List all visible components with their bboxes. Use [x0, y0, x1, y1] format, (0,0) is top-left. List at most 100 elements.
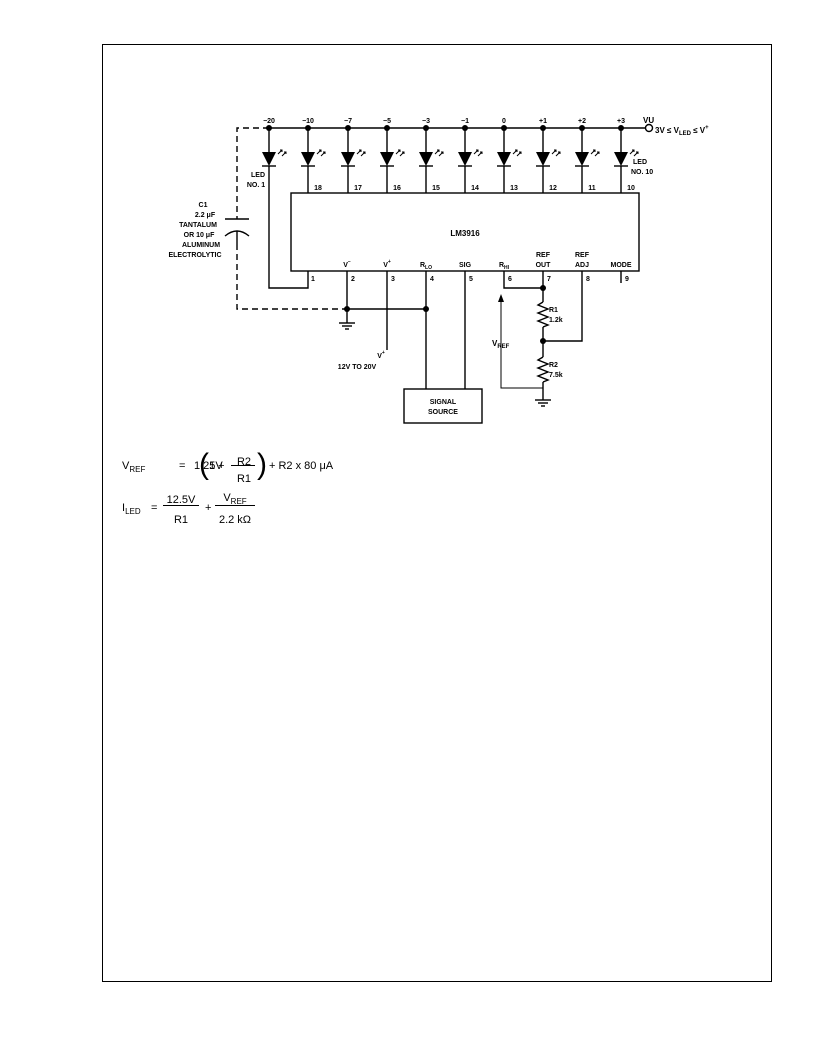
pin-label-top: REF: [575, 252, 590, 259]
chip-name-label: LM3916: [450, 229, 480, 238]
iled-eq-fraction-bar-1: [163, 505, 199, 506]
led-emission-arrows-icon: [473, 149, 483, 157]
vu-scale-label: −7: [344, 118, 352, 125]
capacitor-bottom-wire: [236, 244, 347, 310]
led-last-label-1: LED: [633, 159, 647, 166]
led-first-label-2: NO. 1: [247, 182, 265, 189]
vu-scale-label: −5: [383, 118, 391, 125]
led-emission-arrows-icon: [356, 149, 366, 157]
led-pin-number: 16: [393, 185, 401, 192]
signal-source-label-2: SOURCE: [428, 409, 458, 416]
resistor-r2-icon: [536, 356, 550, 383]
led-diode-icon: [575, 152, 589, 166]
capacitor-top-wire: [236, 127, 269, 219]
r1-value: 1.2k: [549, 317, 563, 324]
pin-label: V+: [383, 259, 391, 269]
led-pin-number: 11: [588, 185, 596, 192]
signal-source-label-1: SIGNAL: [430, 399, 457, 406]
led-diode-icon: [262, 152, 276, 166]
pin-label-top: REF: [536, 252, 551, 259]
led1-to-pin1-wire: [268, 166, 309, 289]
vref-eq-equals: =: [179, 460, 186, 472]
vu-supply-terminal: [644, 123, 654, 133]
vref-arrow-icon: [498, 294, 504, 302]
pin-number: 1: [311, 276, 315, 283]
supply-condition-label: 3V ≤ VLED ≤ V+: [655, 125, 709, 137]
vu-scale-label: +1: [539, 118, 547, 125]
vref-label: VREF: [492, 339, 510, 350]
rhi-to-refout-wire: [503, 271, 543, 289]
iled-eq-numerator-2: VREF: [223, 492, 247, 507]
pin-label: RHI: [499, 262, 510, 271]
led-emission-arrows-icon: [590, 149, 600, 157]
led-emission-arrows-icon: [629, 149, 639, 157]
led-emission-arrows-icon: [316, 149, 326, 157]
pin-number: 5: [469, 276, 473, 283]
pin-label-bottom: ADJ: [575, 262, 589, 269]
led-emission-arrows-icon: [551, 149, 561, 157]
led-diode-icon: [419, 152, 433, 166]
iled-eq-denominator-1: R1: [173, 514, 189, 526]
vref-eq-denominator: R1: [236, 473, 252, 485]
r2-value: 7.5k: [549, 372, 563, 379]
vref-eq-one-plus: 1 +: [209, 460, 225, 472]
led-diode-icon: [497, 152, 511, 166]
vu-scale-label: +2: [578, 118, 586, 125]
vu-scale-label: −10: [302, 118, 314, 125]
led-emission-arrows-icon: [512, 149, 522, 157]
vu-scale-label: −1: [461, 118, 469, 125]
led-first-label-1: LED: [251, 172, 265, 179]
vref-eq-coef: 1.25V: [194, 460, 223, 472]
vu-label: VU: [643, 116, 654, 125]
led-diode-icon: [536, 152, 550, 166]
vref-eq-numerator: R2: [236, 456, 252, 468]
iled-eq-equals: =: [151, 502, 158, 514]
iled-eq-plus: +: [205, 502, 212, 514]
page-frame: [102, 44, 772, 982]
r1-name: R1: [549, 307, 558, 314]
led-last-label-2: NO. 10: [631, 169, 653, 176]
pin-number: 8: [586, 276, 590, 283]
supply-range-label: 12V TO 20V: [338, 364, 377, 371]
pin-number: 4: [430, 276, 434, 283]
vref-eq-left-paren: (: [199, 448, 209, 481]
iled-eq-lhs: ILED: [122, 502, 141, 517]
led-diode-icon: [614, 152, 628, 166]
vref-eq-fraction-bar: [231, 465, 255, 466]
led-diode-icon: [458, 152, 472, 166]
capacitor-name: C1: [199, 202, 208, 209]
capacitor-type-3: ELECTROLYTIC: [168, 252, 221, 259]
led-pin-number: 10: [627, 185, 635, 192]
pin-label: V−: [343, 259, 351, 269]
led-pin-number: 14: [471, 185, 479, 192]
vref-eq-lhs: VREF: [122, 460, 146, 475]
led-pin-number: 13: [510, 185, 518, 192]
vref-eq-fraction: R2: [230, 452, 258, 470]
vu-scale-label: +3: [617, 118, 625, 125]
iled-eq-numerator-1: 12.5V: [166, 494, 196, 506]
refout-junction-dot: [540, 285, 546, 291]
pin-number: 9: [625, 276, 629, 283]
pin-label: MODE: [611, 262, 632, 269]
signal-source-box: [403, 388, 483, 424]
capacitor-value-2: OR 10 μF: [184, 232, 215, 239]
pin-number: 2: [351, 276, 355, 283]
pin-number: 6: [508, 276, 512, 283]
pin-number: 7: [547, 276, 551, 283]
led-emission-arrows-icon: [277, 149, 287, 157]
vref-indicator-wire: [500, 300, 543, 389]
led-emission-arrows-icon: [434, 149, 444, 157]
vref-eq-right-paren: ): [257, 448, 267, 481]
vu-scale-label: −20: [263, 118, 275, 125]
refadj-wire: [543, 271, 583, 342]
pin-label-bottom: OUT: [536, 262, 552, 269]
resistor-r1-icon: [536, 301, 550, 328]
led-diode-icon: [341, 152, 355, 166]
led-pin-number: 12: [549, 185, 557, 192]
led-diode-icon: [380, 152, 394, 166]
pin-number: 3: [391, 276, 395, 283]
led-diode-icon: [301, 152, 315, 166]
led-pin-number: 18: [314, 185, 322, 192]
vref-eq-tail: + R2 x 80 μA: [269, 460, 334, 472]
